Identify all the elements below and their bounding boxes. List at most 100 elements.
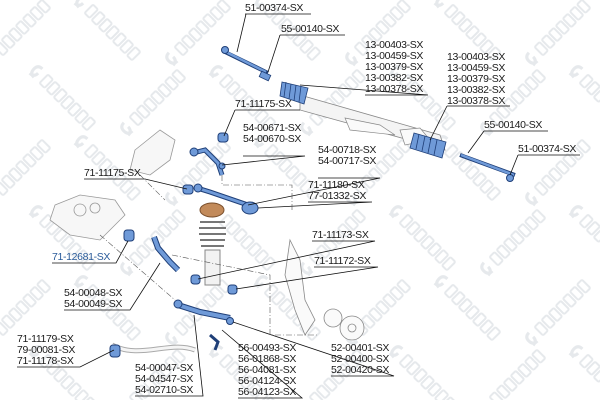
watermark-logo: [120, 69, 186, 137]
watermark-logo: [433, 0, 501, 61]
watermark-logo: [165, 139, 231, 207]
watermark-logo: [433, 275, 501, 341]
part-number: 13-00459-SX: [365, 50, 424, 62]
watermark-logo: [525, 279, 591, 347]
part-number: 13-00403-SX: [365, 39, 424, 51]
part-number: 54-00049-SX: [64, 298, 123, 310]
watermark-logo: [480, 209, 546, 277]
watermark-logo: [568, 345, 600, 383]
assembly-guide-lines: [99, 174, 318, 336]
label-tie-rod-end-right: 51-00374-SX: [518, 144, 576, 155]
part-number: 13-00382-SX: [447, 84, 506, 96]
lower-arm-front: [151, 235, 181, 273]
boot-right: [409, 132, 447, 159]
part-number: 55-00140-SX: [484, 119, 543, 131]
watermark-logo: [300, 209, 366, 277]
watermark-logo: [388, 345, 456, 400]
watermark-logo: [0, 139, 51, 196]
part-number: 54-00718-SX: [318, 144, 377, 156]
watermark-logo: [345, 0, 411, 67]
part-number: 56-04081-SX: [238, 364, 297, 376]
label-tie-rod-end-left: 51-00374-SX: [245, 3, 303, 14]
watermark-logo: [309, 349, 366, 400]
watermark-logo: [28, 205, 96, 271]
part-number: 54-00670-SX: [243, 133, 302, 145]
watermark-logo: [165, 279, 231, 347]
part-number: 54-02710-SX: [135, 384, 194, 396]
label-bushing-71-11173: 71-11173-SX: [312, 229, 369, 241]
part-number: 54-04547-SX: [135, 373, 194, 385]
strut-assembly: [199, 202, 226, 286]
part-number: 56-04123-SX: [238, 386, 297, 398]
watermark-logo: [253, 135, 321, 201]
part-number: 56-01868-SX: [238, 353, 297, 365]
part-number: 77-01332-SX: [308, 190, 367, 202]
watermark-logo: [388, 65, 456, 131]
watermark-logo: [568, 65, 600, 103]
part-number: 54-00717-SX: [318, 155, 377, 167]
part-number: 52-00420-SX: [331, 364, 390, 376]
watermark-logo: [480, 69, 546, 137]
part-number: 13-00459-SX: [447, 62, 506, 74]
watermark-logo: [208, 345, 276, 400]
part-number: 56-00493-SX: [238, 342, 297, 354]
label-tie-rod-left: 55-00140-SX: [281, 24, 339, 35]
watermark-logo: [489, 349, 546, 400]
part-number: 51-00374-SX: [518, 143, 577, 155]
part-number: 13-00378-SX: [447, 95, 506, 107]
watermark-logo: [525, 139, 591, 207]
part-number: 55-00140-SX: [281, 23, 340, 35]
tie-rod-left: [221, 46, 272, 82]
part-number: 71-11175-SX: [235, 98, 292, 110]
watermark-logo: [0, 279, 51, 336]
watermark-logo: [208, 65, 276, 131]
label-bushing-highlighted[interactable]: 71-12681-SX: [52, 252, 110, 263]
part-number: 52-00401-SX: [331, 342, 390, 354]
watermark-logo: [345, 139, 411, 207]
part-number: 71-11172-SX: [314, 255, 371, 267]
bushing-71-11175-upper: [217, 132, 229, 143]
watermark-logo: [165, 0, 231, 67]
bushing-71-11173: [190, 274, 201, 285]
part-number: 71-11180-SX: [308, 179, 365, 191]
part-number-link[interactable]: 71-12681-SX: [52, 251, 111, 263]
boot-left: [279, 81, 309, 105]
watermark-logo: [0, 0, 51, 56]
bushing-71-11172: [227, 284, 238, 295]
label-bushing-upper: 71-11175-SX: [235, 98, 292, 110]
part-number: 56-04124-SX: [238, 375, 297, 387]
watermark-logo: [525, 0, 591, 67]
tie-rod-right: [459, 153, 516, 182]
watermark-logo: [73, 0, 141, 61]
steering-rack: [299, 94, 446, 151]
part-number: 54-00048-SX: [64, 287, 123, 299]
part-number: 71-11175-SX: [84, 167, 141, 179]
upper-arm-front: [189, 147, 226, 176]
label-bushing-upper-2: 71-11175-SX: [84, 167, 141, 179]
part-number: 13-00382-SX: [365, 72, 424, 84]
watermark-logo: [388, 205, 456, 271]
watermark-logo: [73, 135, 141, 201]
watermark-logo: [28, 65, 96, 131]
bushing-71-11175-lower: [182, 184, 194, 195]
bushing-71-12681: [123, 229, 135, 242]
label-tie-rod-right: 55-00140-SX: [484, 120, 542, 131]
part-number: 71-11173-SX: [312, 229, 369, 241]
stabilizer-bar: [109, 333, 220, 358]
part-number: 51-00374-SX: [245, 2, 304, 14]
part-number: 13-00379-SX: [365, 61, 424, 73]
part-number: 52-00400-SX: [331, 353, 390, 365]
part-number: 54-00671-SX: [243, 122, 302, 134]
